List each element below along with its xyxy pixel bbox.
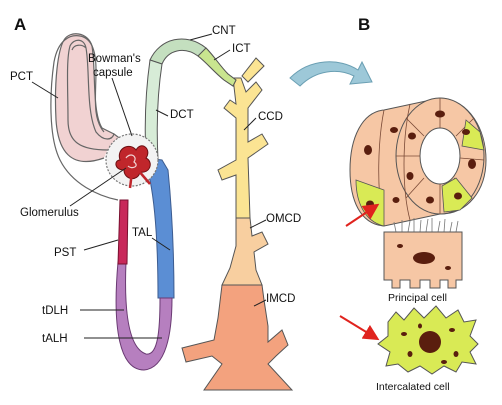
curved-arrow — [289, 60, 373, 87]
pct-outer-tube — [50, 35, 119, 201]
red-arrow-to-intercalated — [339, 315, 380, 341]
panel-label-b: B — [358, 15, 370, 34]
label-imcd: IMCD — [266, 293, 295, 305]
label-bowman-line1: Bowman's — [88, 53, 141, 65]
imcd-segment — [181, 284, 294, 391]
red-arrow-to-duct — [345, 203, 380, 227]
leader-lines — [31, 33, 267, 339]
ccd-segment — [217, 77, 269, 219]
thin-limb-segment — [115, 261, 173, 371]
omcd-segment — [221, 217, 269, 286]
label-talh: tALH — [42, 333, 68, 345]
pst-segment — [117, 199, 129, 265]
label-principal-cell: Principal cell — [388, 292, 447, 304]
duct-cross-section — [349, 97, 487, 227]
label-intercalated-cell: Intercalated cell — [376, 381, 450, 393]
label-cnt: CNT — [212, 25, 236, 37]
panel-label-a: A — [14, 15, 26, 34]
label-omcd: OMCD — [266, 213, 301, 225]
ict-segment — [197, 47, 237, 87]
label-tal: TAL — [132, 227, 153, 239]
ccd-branch — [241, 57, 265, 83]
label-ict: ICT — [232, 43, 251, 55]
label-tdlh: tDLH — [42, 305, 68, 317]
tal-segment — [145, 157, 175, 299]
label-ccd: CCD — [258, 111, 283, 123]
label-dct: DCT — [170, 109, 194, 121]
intercalated-cell — [377, 305, 479, 375]
label-pst: PST — [54, 247, 76, 259]
label-pct: PCT — [10, 71, 33, 83]
label-bowman-line2: capsule — [93, 67, 133, 79]
glomerulus — [115, 145, 151, 189]
label-glomerulus: Glomerulus — [20, 207, 79, 219]
principal-cell — [383, 218, 463, 289]
